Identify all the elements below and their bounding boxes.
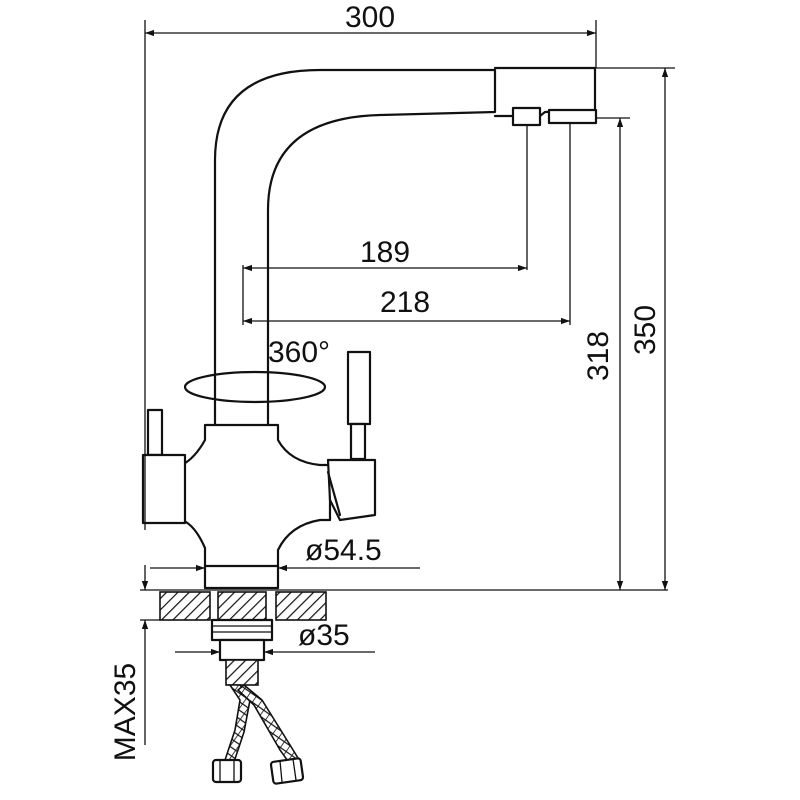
hose-fitting-left [211, 758, 243, 784]
label-outlet-height: 318 [582, 331, 615, 381]
mounting-shank [210, 618, 274, 686]
left-handle-stem [146, 408, 164, 457]
hose-fitting-right [269, 757, 305, 785]
label-total-width: 300 [345, 1, 395, 34]
label-reach-218: 218 [380, 286, 430, 319]
mounting-nut [218, 638, 266, 662]
label-base-diameter: ø54.5 [305, 534, 382, 567]
spout-tube [213, 68, 497, 377]
dimension-labels: 300 189 218 360° 318 350 ø54.5 ø35 MAX35 [109, 1, 662, 761]
spout-head [493, 66, 597, 118]
swivel-ring [183, 370, 327, 404]
label-rotation: 360° [268, 336, 330, 369]
right-lever-joint [349, 422, 367, 461]
base-flange [203, 564, 280, 590]
label-reach-189: 189 [360, 236, 410, 269]
countertop-section [140, 589, 668, 621]
deck-left [159, 591, 211, 621]
faucet-outline [141, 66, 598, 590]
supply-hoses [211, 683, 305, 785]
label-max-deck: MAX35 [109, 663, 142, 761]
left-handle-cap [141, 453, 187, 525]
label-total-height: 350 [629, 305, 662, 355]
label-shank-diameter: ø35 [298, 619, 350, 652]
outlet-nozzle-left [511, 106, 542, 127]
outlet-nozzle-right [547, 108, 598, 125]
dimension-lines [141, 20, 675, 745]
hose-right [236, 683, 300, 766]
deck-right [275, 591, 327, 621]
right-lever-rod [346, 350, 372, 426]
right-lever-housing [326, 458, 377, 522]
deck-mid [217, 591, 267, 621]
threaded-shank [210, 618, 274, 642]
